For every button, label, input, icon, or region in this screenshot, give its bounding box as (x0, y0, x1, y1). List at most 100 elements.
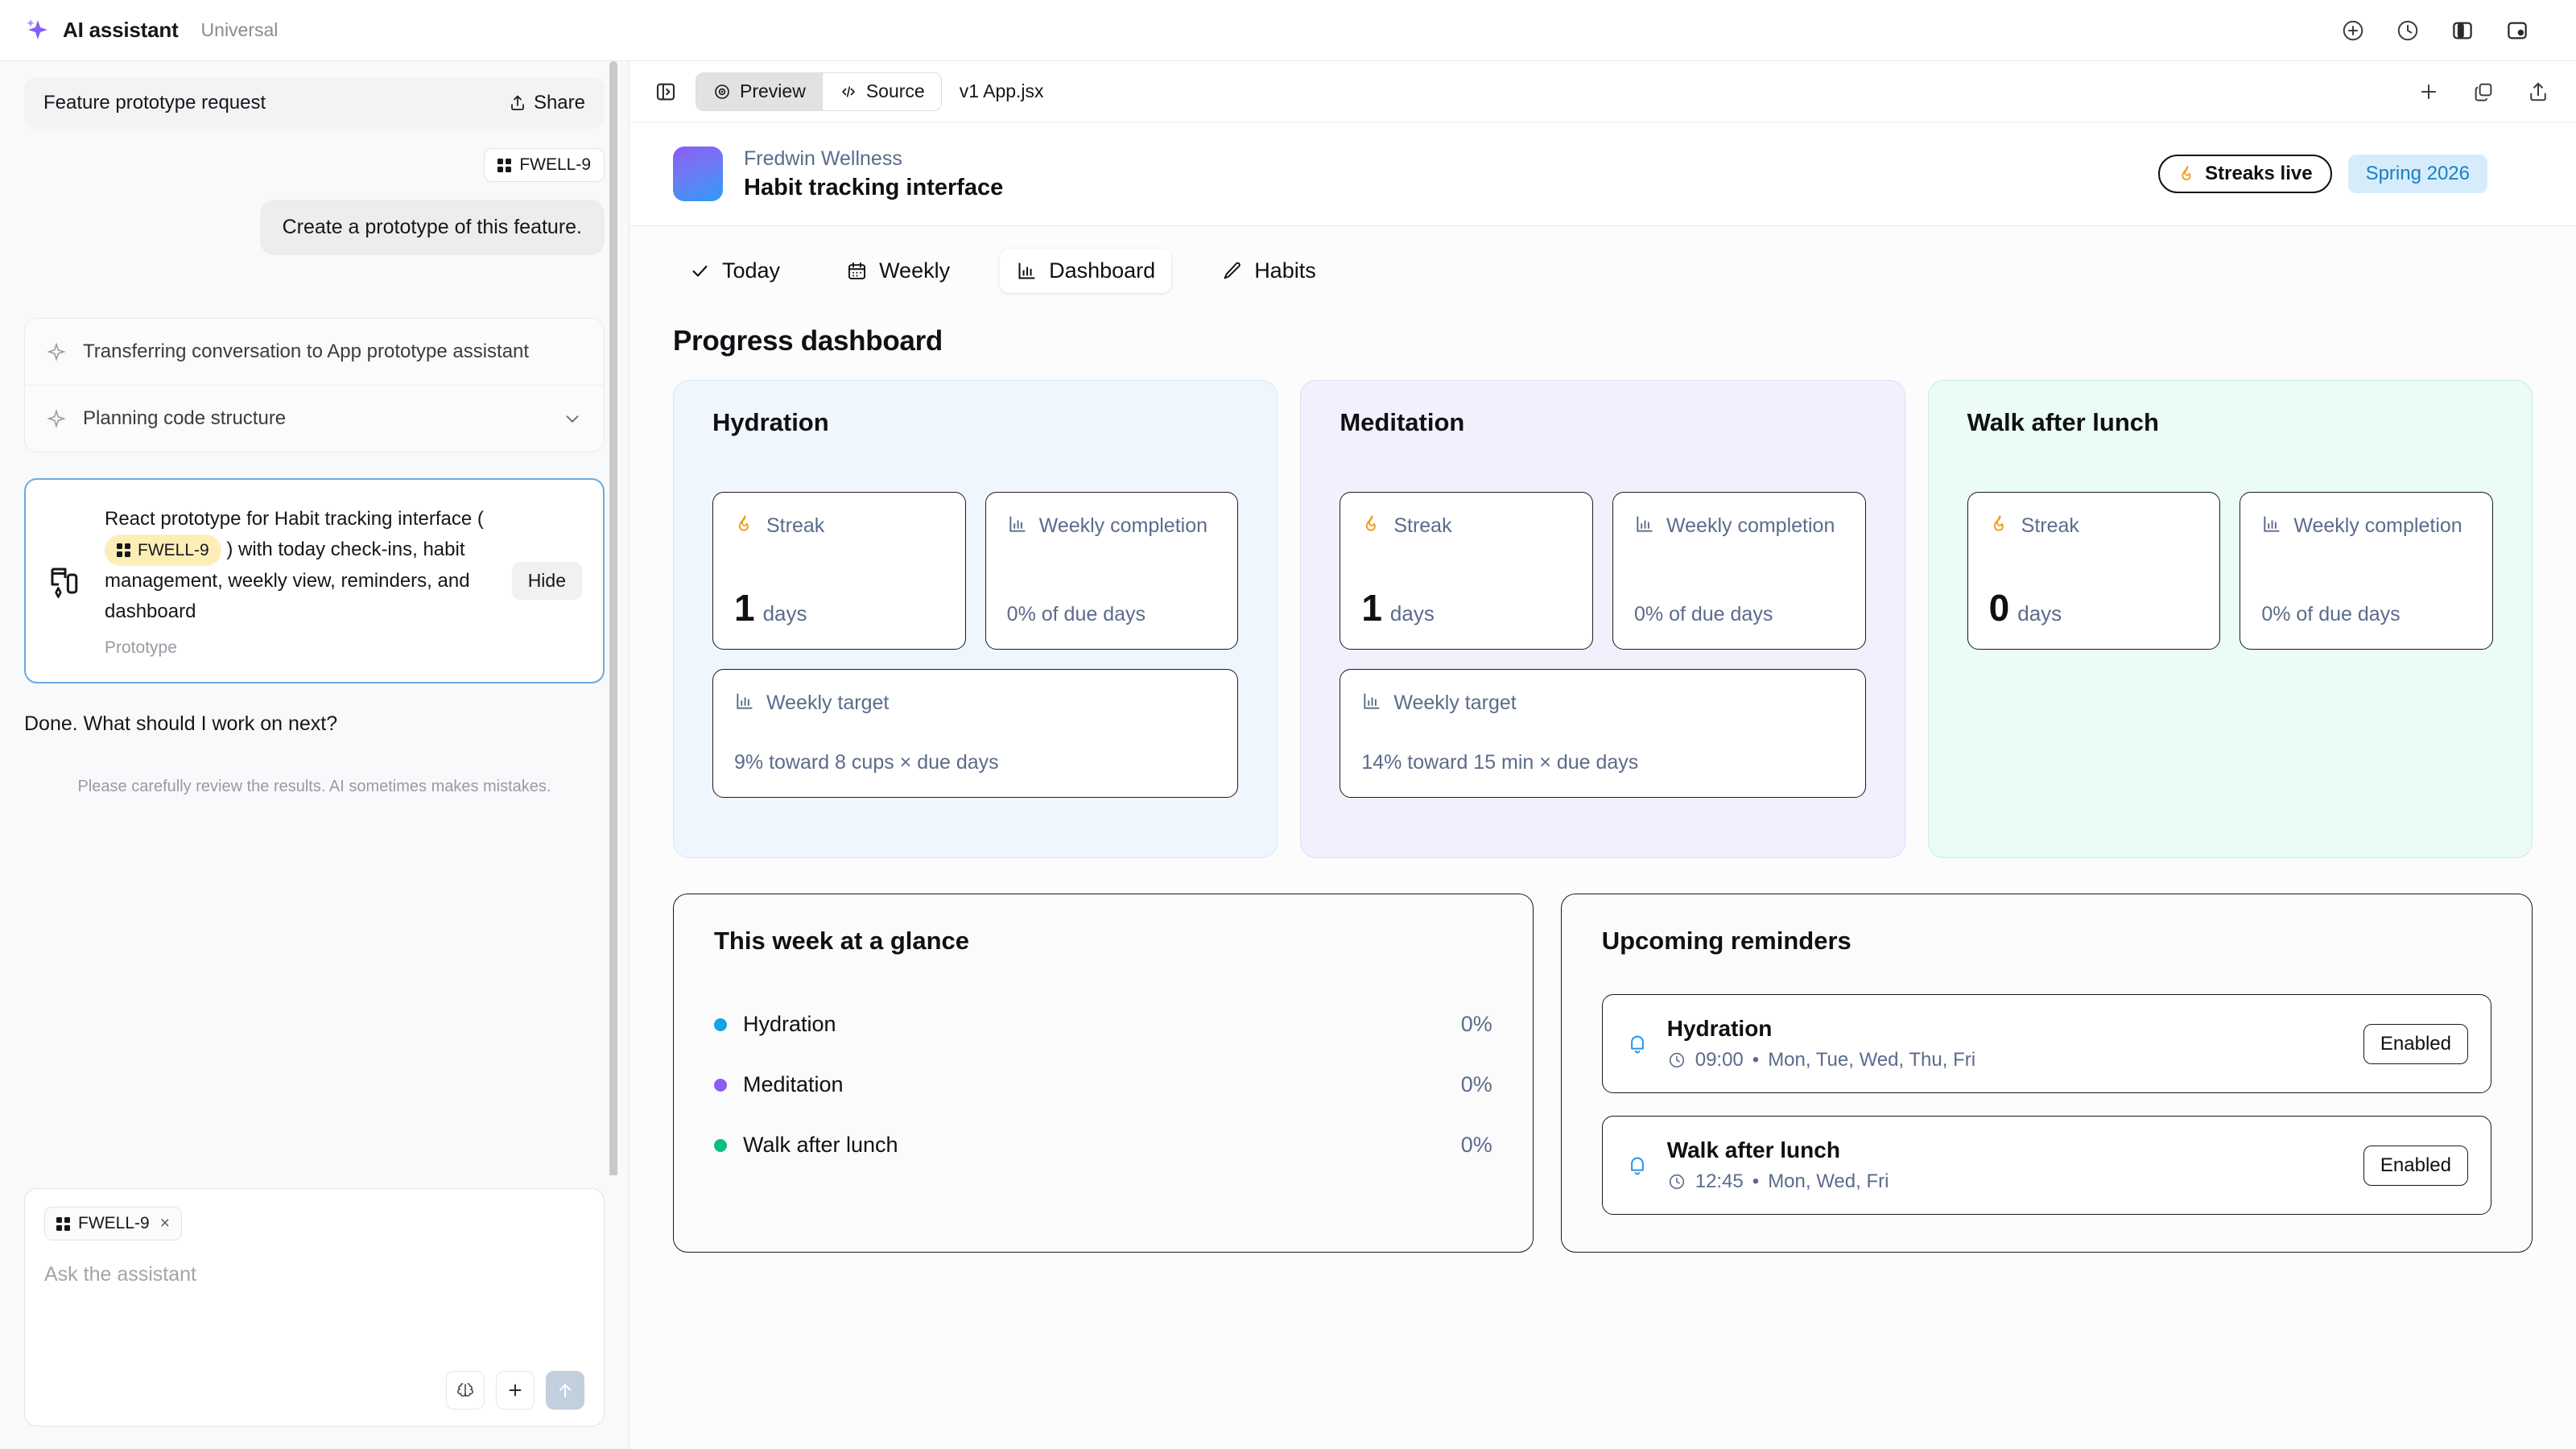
reminder-item[interactable]: Walk after lunch 12:45 • Mon, Wed, Fri (1601, 1116, 2491, 1215)
prototype-kind: Prototype (105, 638, 177, 658)
flame-icon (1989, 514, 2010, 535)
tab-dashboard[interactable]: Dashboard (1000, 249, 1172, 293)
conversation-scrollbar[interactable] (609, 61, 617, 1175)
reminder-time: 09:00 (1695, 1049, 1744, 1071)
streak-value-row: 0 days (1989, 589, 2199, 626)
glance-label: Hydration (743, 1012, 836, 1036)
reminder-meta: 09:00 • Mon, Tue, Wed, Thu, Fri (1667, 1049, 2346, 1071)
tab-source[interactable]: Source (821, 72, 941, 110)
main-split: Feature prototype request Share FWELL-9 (0, 61, 2576, 1449)
reminder-days: Mon, Wed, Fri (1768, 1170, 1889, 1192)
panel-left-icon[interactable] (2449, 17, 2476, 44)
composer-context-chip[interactable]: FWELL-9 × (44, 1207, 182, 1241)
habit-stats-row: Streak 0 days (1967, 492, 2493, 650)
weekly-completion-stat: Weekly completion 0% of due days (1612, 492, 1866, 650)
completion-head: Weekly completion (1634, 514, 1844, 539)
history-clock-icon[interactable] (2394, 17, 2421, 44)
weekly-completion-stat: Weekly completion 0% of due days (985, 492, 1239, 650)
tab-dashboard-label: Dashboard (1049, 258, 1156, 283)
app-subtitle: Universal (200, 19, 279, 40)
bar-chart-icon (1361, 691, 1382, 712)
target-value: 9% toward 8 cups × due days (734, 751, 999, 774)
tab-weekly[interactable]: Weekly (830, 249, 966, 293)
streak-head: Streak (734, 514, 944, 539)
composer-chip-label: FWELL-9 (78, 1214, 150, 1232)
habit-card-hydration: Hydration Streak 1 (673, 380, 1278, 858)
prototype-nav-tabs: Today Weekly Dashboard (630, 226, 2576, 301)
tab-habits-label: Habits (1254, 258, 1316, 283)
weekly-target-stat: Weekly target 9% toward 8 cups × due day… (712, 669, 1239, 798)
tab-preview[interactable]: Preview (696, 72, 822, 110)
reminder-toggle-state[interactable]: Enabled (2363, 1145, 2468, 1186)
reminder-body: Walk after lunch 12:45 • Mon, Wed, Fri (1667, 1137, 2346, 1193)
habit-name: Hydration (712, 408, 829, 436)
share-button[interactable]: Share (508, 92, 585, 114)
streak-label: Streak (2021, 514, 2079, 537)
composer[interactable]: FWELL-9 × Ask the assistant (24, 1188, 605, 1426)
reminder-toggle-state[interactable]: Enabled (2363, 1023, 2468, 1064)
prototype-title: Habit tracking interface (744, 174, 1004, 200)
glance-label: Walk after lunch (743, 1133, 898, 1157)
completion-label: Weekly completion (2293, 514, 2462, 537)
dashboard-bottom-grid: This week at a glance Hydration 0% Medit… (630, 858, 2576, 1285)
message-input[interactable]: Ask the assistant (44, 1263, 196, 1286)
user-message: Create a prototype of this feature. (259, 200, 605, 255)
plus-circle-icon[interactable] (2339, 17, 2367, 44)
plus-icon[interactable] (496, 1371, 535, 1410)
tab-source-label: Source (865, 80, 925, 101)
streak-label: Streak (1393, 514, 1452, 537)
prototype-issue-tag[interactable]: FWELL-9 (105, 535, 221, 567)
step-label: Transferring conversation to App prototy… (83, 341, 530, 362)
glance-row: Hydration 0% (714, 994, 1492, 1055)
streaks-live-badge[interactable]: Streaks live (2158, 155, 2332, 193)
hide-button[interactable]: Hide (511, 562, 582, 601)
streak-value: 1 (734, 587, 755, 629)
streak-unit: days (1389, 601, 1435, 625)
send-arrow-up-icon[interactable] (546, 1371, 584, 1410)
habit-name: Meditation (1340, 408, 1465, 436)
prototype-body: React prototype for Habit tracking inter… (105, 504, 493, 658)
prototype-tag-label: FWELL-9 (138, 541, 209, 560)
habit-cards-grid: Hydration Streak 1 (630, 357, 2576, 858)
context-chip[interactable]: FWELL-9 (484, 148, 605, 182)
panel-collapse-icon[interactable] (654, 80, 678, 104)
bar-chart-icon (1634, 514, 1655, 535)
prototype-result-card[interactable]: React prototype for Habit tracking inter… (24, 478, 605, 684)
legend-dot-walk (714, 1138, 727, 1152)
prototype-preview: Fredwin Wellness Habit tracking interfac… (630, 122, 2576, 1449)
reminder-title: Walk after lunch (1666, 1137, 1840, 1162)
check-icon (689, 260, 711, 282)
step-item[interactable]: Transferring conversation to App prototy… (25, 319, 604, 385)
bar-chart-icon (734, 691, 755, 712)
streak-value: 1 (1361, 587, 1382, 629)
app-title: AI assistant (63, 18, 179, 42)
reminder-body: Hydration 09:00 • Mon, Tue, Wed, Thu, Fr… (1667, 1016, 2346, 1071)
bell-icon (1625, 1154, 1649, 1178)
reminder-item[interactable]: Hydration 09:00 • Mon, Tue, Wed, Thu, Fr… (1601, 994, 2491, 1093)
share-export-icon[interactable] (2524, 78, 2552, 105)
weekly-completion-stat: Weekly completion 0% of due days (2240, 492, 2493, 650)
tab-today[interactable]: Today (673, 249, 796, 293)
file-name-label: v1 App.jsx (959, 80, 1044, 101)
week-glance-panel: This week at a glance Hydration 0% Medit… (673, 894, 1534, 1253)
streak-value: 0 (1988, 587, 2010, 629)
plus-icon[interactable] (2415, 78, 2442, 105)
completion-label: Weekly completion (1038, 514, 1208, 537)
target-value: 14% toward 15 min × due days (1361, 751, 1639, 774)
share-upload-icon (508, 93, 527, 113)
season-badge[interactable]: Spring 2026 (2347, 155, 2487, 193)
close-icon[interactable]: × (159, 1214, 170, 1232)
tab-habits[interactable]: Habits (1205, 249, 1332, 293)
chevron-down-icon[interactable] (562, 408, 583, 429)
panel-right-icon[interactable] (2504, 17, 2531, 44)
app-brand: AI assistant Universal (24, 17, 278, 44)
copy-icon[interactable] (2470, 78, 2497, 105)
brain-icon[interactable] (446, 1371, 485, 1410)
bell-icon (1625, 1032, 1649, 1056)
context-chip-row: FWELL-9 (24, 148, 605, 182)
composer-wrapper: FWELL-9 × Ask the assistant (0, 1175, 629, 1449)
conversation-scroll-area: Feature prototype request Share FWELL-9 (0, 61, 629, 1175)
conversation-panel: Feature prototype request Share FWELL-9 (0, 61, 630, 1449)
step-item[interactable]: Planning code structure (25, 385, 604, 452)
prototype-text-before: React prototype for Habit tracking inter… (105, 508, 484, 530)
